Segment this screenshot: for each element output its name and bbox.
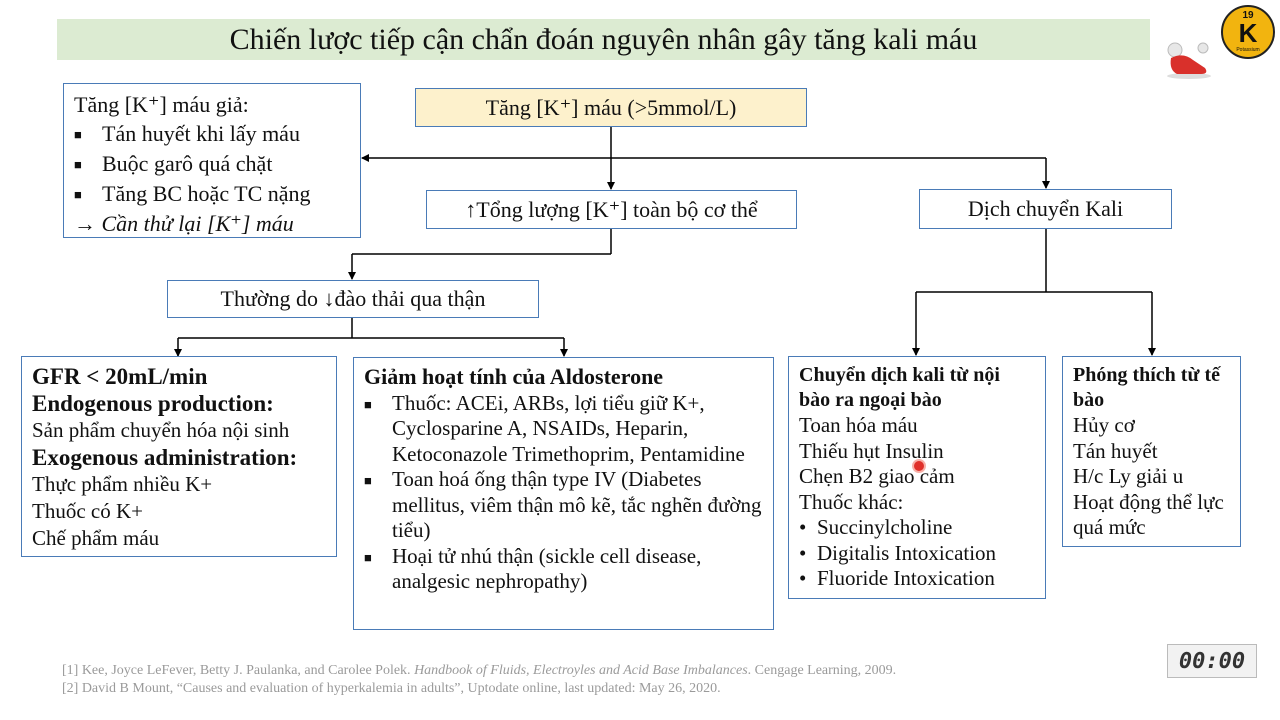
list-item: Hoạt động thể lực quá mức (1073, 489, 1224, 540)
list-item: Chẹn B2 giao cảm (799, 464, 955, 488)
list-item: Thuốc có K+ (32, 499, 143, 523)
references: [1] Kee, Joyce LeFever, Betty J. Paulank… (62, 662, 896, 698)
timer-display: 00:00 (1167, 644, 1257, 678)
endogenous-text: Sản phẩm chuyển hóa nội sinh (32, 418, 290, 442)
potassium-logo: 19 K Potassium (1221, 5, 1275, 59)
list-item: •Digitalis Intoxication (799, 540, 997, 565)
aldosterone-box: Giảm hoạt tính của Aldosterone ■Thuốc: A… (353, 357, 774, 630)
renal-excretion-node: Thường do ↓đào thải qua thận (167, 280, 539, 318)
list-item: Thuốc khác: (799, 489, 904, 514)
pseudo-hyperkalemia-box: Tăng [K⁺] máu giả: ■Tán huyết khi lấy má… (63, 83, 361, 238)
list-item: ■Toan hoá ống thận type IV (Diabetes mel… (364, 467, 762, 542)
list-item: ■Tăng BC hoặc TC nặng (74, 181, 311, 206)
shift-heading: Chuyển dịch kali từ nội bào ra ngoại bào (799, 364, 1000, 411)
logo-number: 19 (1242, 10, 1254, 21)
reference-2: [2] David B Mount, “Causes and evaluatio… (62, 681, 721, 696)
thinking-figure-icon (1167, 42, 1211, 79)
potassium-shift-node: Dịch chuyển Kali (919, 189, 1172, 229)
list-item: Toan hóa máu (799, 413, 918, 437)
list-item: ■Hoại tử nhú thận (sickle cell disease, … (364, 543, 702, 594)
retest-note: → Cần thử lại [K⁺] máu (74, 211, 294, 236)
total-body-node: ↑Tổng lượng [K⁺] toàn bộ cơ thể (426, 190, 797, 229)
list-item: Tán huyết (1073, 438, 1158, 463)
gfr-box: GFR < 20mL/min Endogenous production: Sả… (21, 356, 337, 557)
slide-title: Chiến lược tiếp cận chẩn đoán nguyên nhâ… (57, 19, 1150, 60)
endogenous-heading: Endogenous production: (32, 391, 274, 416)
pointer-icon (912, 459, 926, 473)
list-item: ■Tán huyết khi lấy máu (74, 121, 300, 146)
list-item: Thực phẩm nhiều K+ (32, 472, 213, 496)
cell-release-box: Phóng thích từ tế bào Hủy cơ Tán huyết H… (1062, 356, 1241, 547)
list-item: •Succinylcholine (799, 515, 953, 539)
exogenous-heading: Exogenous administration: (32, 445, 298, 470)
reference-1: [1] Kee, Joyce LeFever, Betty J. Paulank… (62, 663, 897, 678)
list-item: Hủy cơ (1073, 413, 1135, 437)
list-item: •Fluoride Intoxication (799, 566, 995, 590)
aldosterone-heading: Giảm hoạt tính của Aldosterone (364, 364, 664, 389)
intracellular-shift-box: Chuyển dịch kali từ nội bào ra ngoại bào… (788, 356, 1046, 599)
gfr-heading: GFR < 20mL/min (32, 364, 208, 389)
root-node: Tăng [K⁺] máu (>5mmol/L) (415, 88, 807, 127)
release-heading: Phóng thích từ tế bào (1073, 364, 1221, 411)
list-item: ■Thuốc: ACEi, ARBs, lợi tiểu giữ K+, Cyc… (364, 390, 745, 466)
list-item: H/c Ly giải u (1073, 464, 1184, 488)
pseudo-heading: Tăng [K⁺] máu giả: (74, 92, 249, 117)
logo-name: Potassium (1236, 47, 1260, 53)
list-item: Thiếu hụt Insulin (799, 438, 944, 463)
list-item: ■Buộc garô quá chặt (74, 151, 273, 176)
logo-symbol: K (1238, 18, 1258, 48)
list-item: Chế phẩm máu (32, 526, 160, 550)
